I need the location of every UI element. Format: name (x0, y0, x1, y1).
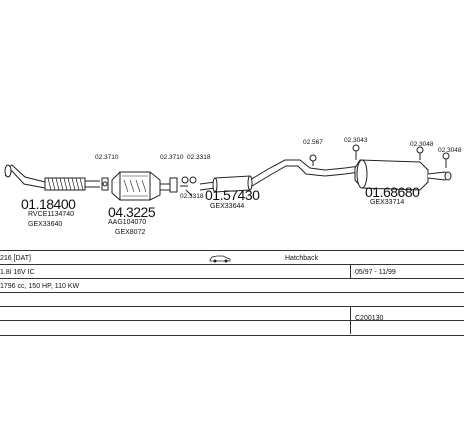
table-row (0, 292, 464, 307)
fitting-code-4: 02.3318 (180, 193, 204, 200)
engine-cell: 1.8i 16V IC (0, 269, 35, 276)
model-cell: 216 [DAT] (0, 255, 31, 262)
part-code-catalyst: 04.3225 (108, 204, 156, 220)
centre-silencer-drawing (199, 159, 326, 193)
part-ref-centre-silencer: GEX33644 (210, 203, 245, 210)
fitting-code-1: 02.3710 (95, 154, 119, 161)
part-ref-rear-silencer: GEX33714 (370, 199, 405, 206)
table-row: 1796 cc, 150 HP, 110 KW (0, 278, 464, 293)
part-ref-catalyst-2: GEX8072 (115, 229, 146, 236)
hangers-drawing (309, 144, 450, 168)
fitting-code-7: 02.3048 (410, 141, 434, 148)
table-row (0, 320, 464, 336)
front-pipe-drawing (4, 164, 100, 191)
table-row: 1.8i 16V IC 05/97 - 11/99 (0, 264, 464, 279)
part-code-front-pipe: 01.18400 (21, 196, 76, 212)
catalytic-converter-drawing (111, 171, 170, 201)
table-row: 216 [DAT] Hatchback (0, 250, 464, 265)
exhaust-diagram: 01.18400 RVCE1134740 GEX33640 04.3225 AA… (4, 137, 462, 236)
part-ref-front-pipe-2: GEX33640 (28, 221, 63, 228)
fitting-code-8: 02.3048 (438, 147, 462, 154)
part-ref-catalyst-1: AAG104070 (108, 219, 147, 226)
car-icon (209, 255, 231, 263)
fitting-code-3: 02.3318 (187, 154, 211, 161)
dates-cell: 05/97 - 11/99 (355, 269, 396, 276)
part-code-centre-silencer: 01.57430 (205, 187, 260, 203)
part-ref-front-pipe-1: RVCE1134740 (28, 211, 75, 218)
fitting-code-6: 02.3043 (344, 137, 368, 144)
body-type-cell: Hatchback (285, 255, 319, 262)
fitting-code-2: 02.3710 (160, 154, 184, 161)
exhaust-system-drawing (4, 144, 452, 201)
part-code-rear-silencer: 01.68680 (365, 184, 420, 200)
catalogue-code-cell: C200130 (355, 315, 384, 322)
clamps-drawing (101, 176, 197, 197)
spec-cell: 1796 cc, 150 HP, 110 KW (0, 283, 80, 290)
rear-silencer-drawing (324, 159, 452, 191)
table-row (0, 306, 464, 321)
fitting-code-5: 02.567 (303, 139, 323, 146)
